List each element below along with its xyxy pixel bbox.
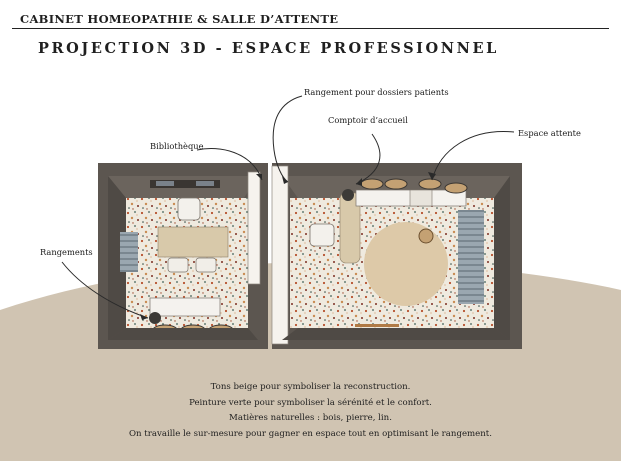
callout-rangements: Rangements	[40, 247, 93, 257]
storage-partition	[271, 165, 289, 345]
reception-chair	[309, 223, 335, 247]
wall-frames	[150, 180, 220, 188]
round-rug	[364, 222, 448, 306]
caption-line-2: Peinture verte pour symboliser la séréni…	[189, 397, 432, 408]
caption-line-1: Tons beige pour symboliser la reconstruc…	[210, 382, 411, 392]
right-window	[458, 210, 484, 304]
leader-bibliotheque	[196, 148, 263, 181]
header-title: CABINET HOMEOPATHIE & SALLE D’ATTENTE	[20, 12, 339, 26]
storage-bench	[149, 297, 221, 317]
callout-comptoir: Comptoir d’accueil	[328, 115, 408, 125]
caption-line-4: On travaille le sur-mesure pour gagner e…	[128, 428, 492, 439]
leader-espace-attente	[431, 131, 515, 181]
left-room-consultation	[98, 163, 268, 349]
left-window	[120, 232, 138, 272]
plant	[149, 312, 161, 324]
caption-line-3: Matières naturelles : bois, pierre, lin.	[229, 413, 392, 424]
page-title: PROJECTION 3D - ESPACE PROFESSIONNEL	[38, 40, 499, 57]
visitor-chair-1	[167, 257, 189, 273]
consultation-desk	[157, 226, 229, 258]
office-chair	[177, 197, 201, 221]
leader-rangements	[61, 261, 149, 319]
design-caption: Tons beige pour symboliser la reconstruc…	[0, 380, 621, 442]
header-divider	[12, 28, 609, 29]
callout-espace-attente: Espace attente	[518, 128, 581, 138]
right-room-waiting	[271, 163, 522, 349]
callout-bibliotheque: Bibliothèque	[150, 141, 204, 151]
stool	[418, 228, 434, 244]
visitor-chair-2	[195, 257, 217, 273]
leader-comptoir	[355, 133, 381, 185]
callout-lines	[61, 95, 515, 319]
bookcase	[247, 171, 261, 285]
callout-rangement-dossiers: Rangement pour dossiers patients	[304, 87, 449, 97]
leader-rangement-dossiers	[272, 95, 303, 183]
